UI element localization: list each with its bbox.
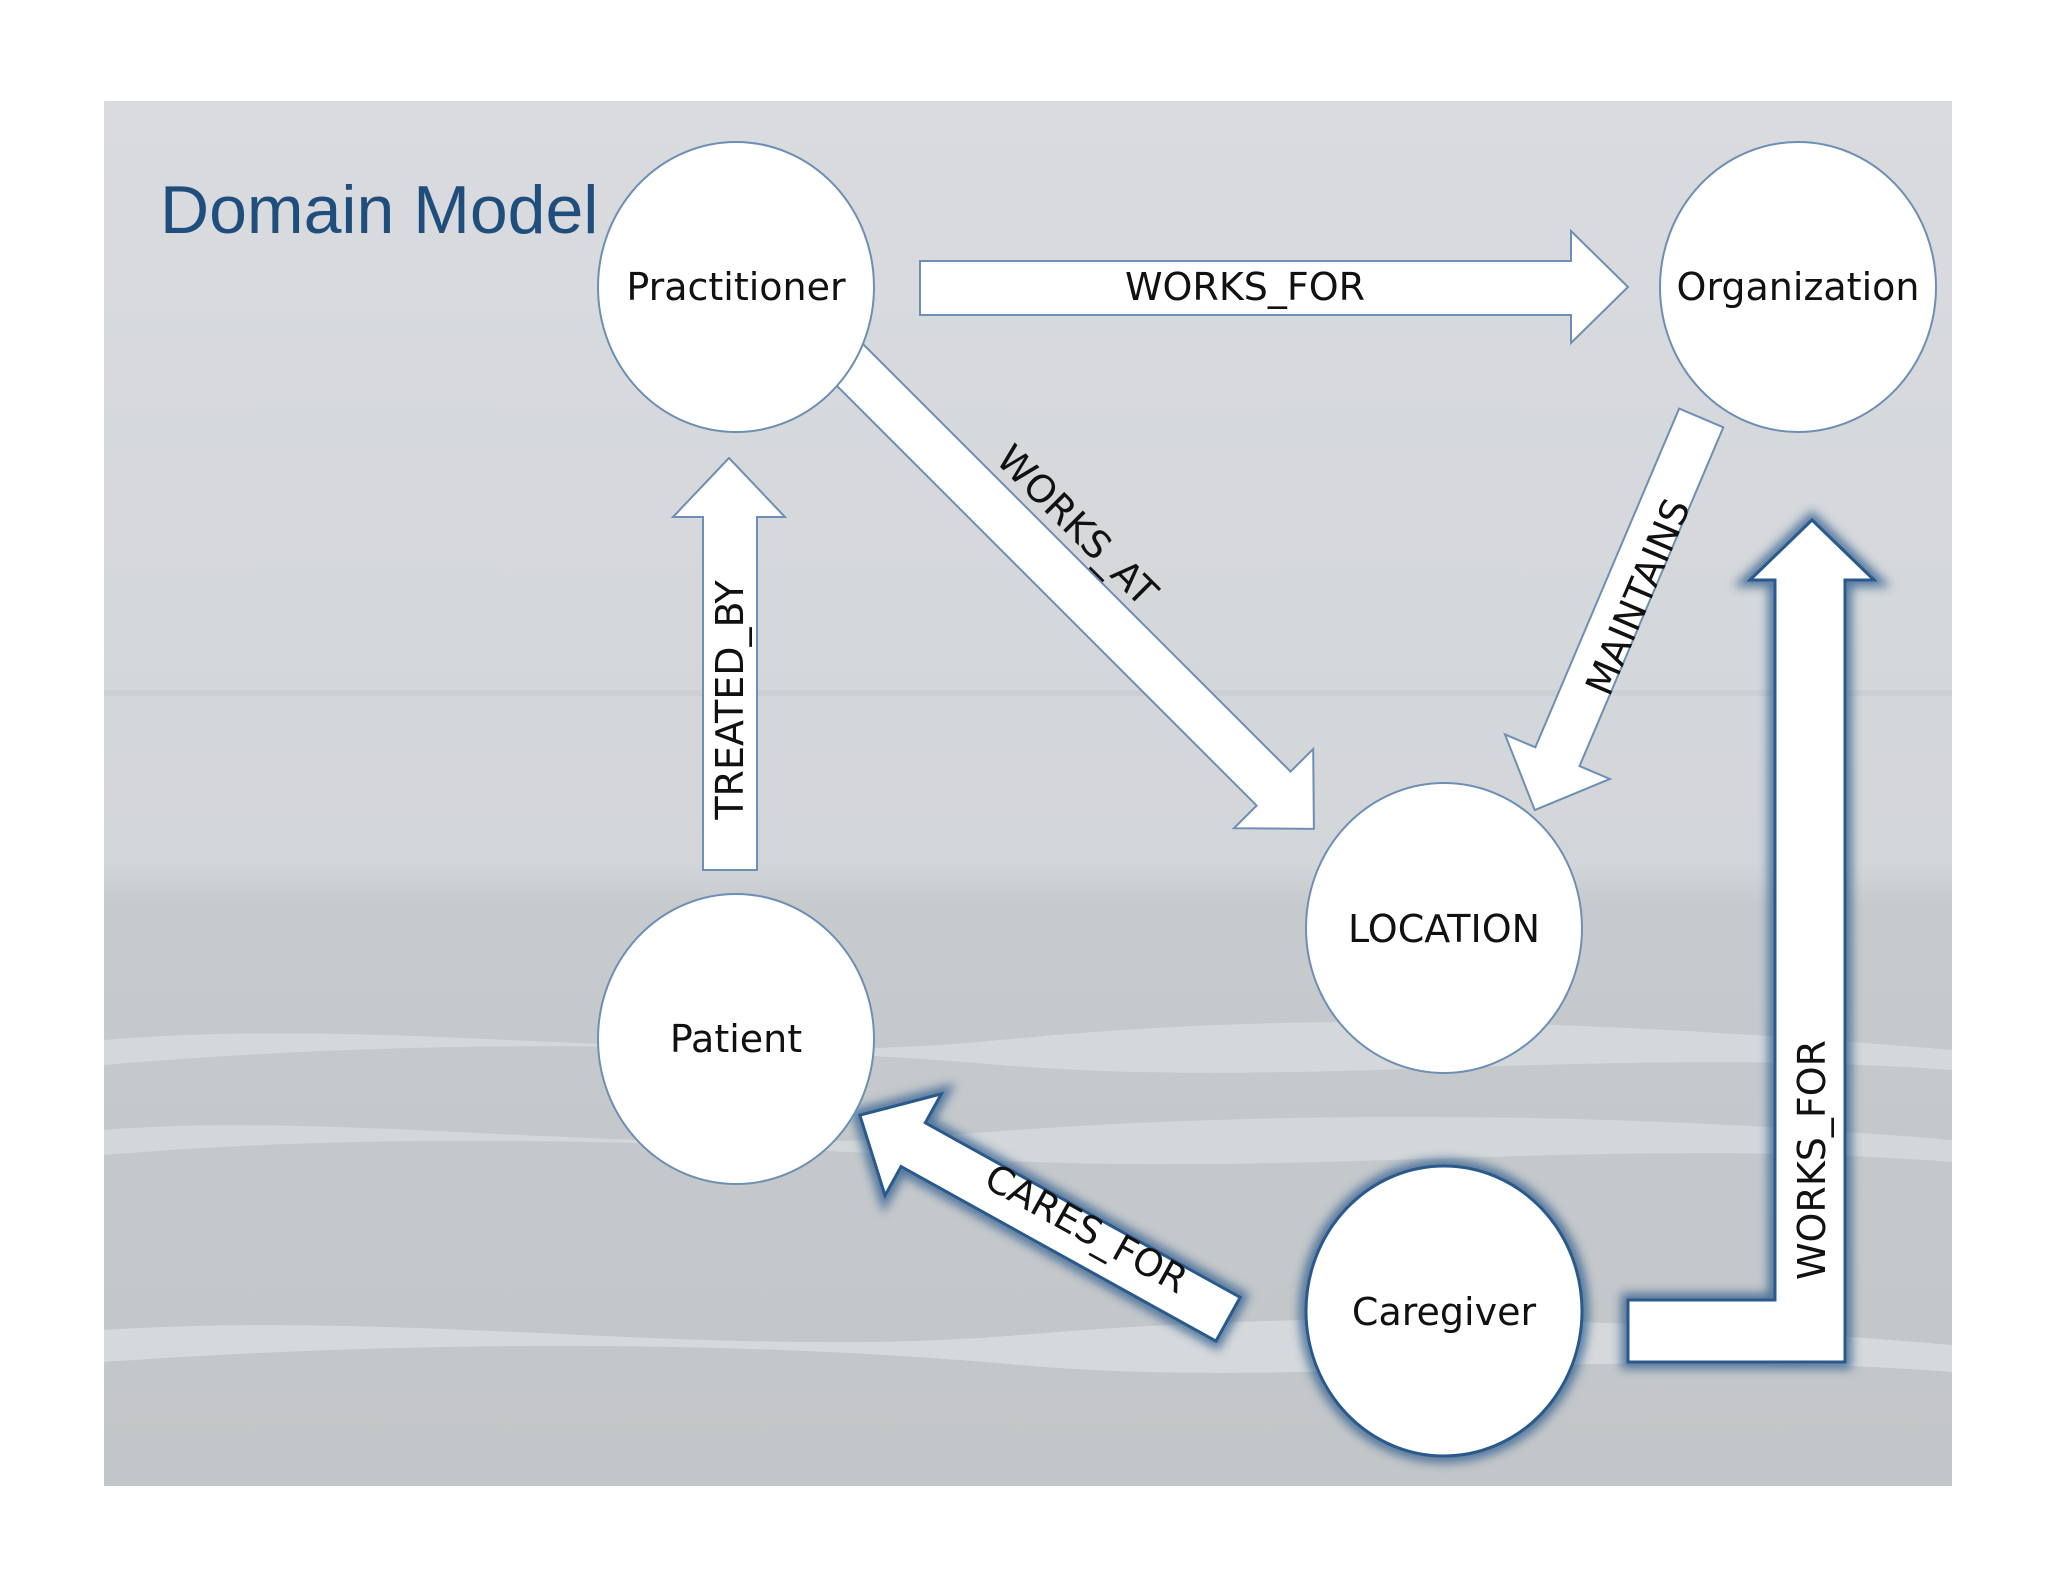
edge-label-works-for: WORKS_FOR	[1790, 1040, 1834, 1280]
node-location: LOCATION	[1305, 782, 1583, 1074]
edge-caregiver-works-for-organization: WORKS_FOR	[1621, 510, 1892, 1369]
arrow-up-shape	[670, 456, 788, 871]
edge-label-treated-by: TREATED_BY	[708, 580, 752, 821]
edge-label-works-for: WORKS_FOR	[1125, 265, 1365, 309]
node-label: LOCATION	[1348, 907, 1540, 951]
node-label: Patient	[670, 1017, 802, 1061]
node-patient: Patient	[597, 893, 875, 1185]
node-label: Caregiver	[1352, 1290, 1537, 1334]
diagram-title: Domain Model	[160, 172, 598, 248]
edge-caregiver-cares-for-patient	[850, 1083, 1250, 1351]
node-label: Practitioner	[626, 265, 846, 309]
edge-practitioner-works-for-organization: WORKS_FOR	[919, 228, 1630, 346]
edge-organization-maintains-location	[1503, 407, 1725, 812]
arrow-diagonal-shape	[857, 1091, 1243, 1344]
node-label: Organization	[1677, 265, 1920, 309]
node-practitioner: Practitioner	[597, 141, 875, 433]
arrow-diagonal-shape	[1503, 407, 1725, 812]
node-caregiver: Caregiver	[1299, 1159, 1589, 1463]
arrow-right-shape	[919, 228, 1630, 346]
background-panel	[104, 101, 1952, 1486]
arrow-elbow-shape	[1626, 517, 1878, 1364]
node-circle	[1305, 782, 1583, 1074]
arrow-diagonal-shape	[802, 317, 1315, 830]
edge-patient-treated-by-practitioner: TREATED_BY	[670, 456, 788, 871]
wave-band	[104, 1116, 1952, 1165]
node-organization: Organization	[1659, 141, 1937, 433]
node-circle	[597, 141, 875, 433]
node-circle	[597, 893, 875, 1185]
horizon-band	[104, 690, 1952, 696]
node-circle	[1304, 1164, 1584, 1458]
node-circle	[1659, 141, 1937, 433]
